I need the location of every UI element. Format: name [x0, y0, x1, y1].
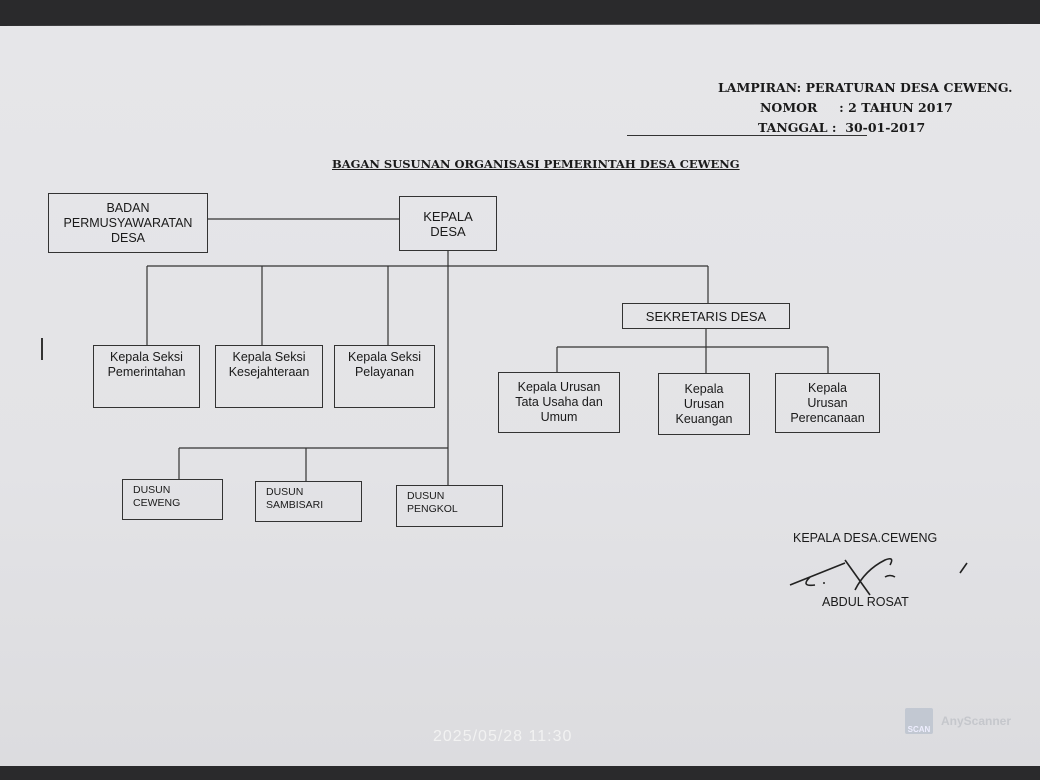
box-sekretaris-desa: SEKRETARIS DESA — [622, 303, 790, 329]
lampiran-line: LAMPIRAN: PERATURAN DESA CEWENG. — [718, 80, 1013, 95]
watermark-name: AnyScanner — [941, 714, 1012, 728]
header-rule — [627, 135, 867, 136]
box-kasi-kesejahteraan: Kepala Seksi Kesejahteraan — [215, 345, 323, 408]
document-paper — [0, 24, 1040, 766]
handwritten-signature — [789, 558, 968, 596]
signature-name: ABDUL ROSAT — [822, 595, 909, 609]
box-kaur-perencanaan: Kepala Urusan Perencanaan — [775, 373, 880, 433]
box-kaur-tata-usaha: Kepala Urusan Tata Usaha dan Umum — [498, 372, 620, 433]
scan-logo-icon: SCAN — [905, 708, 933, 734]
box-bpd: BADAN PERMUSYAWARATAN DESA — [48, 193, 208, 253]
signature-title: KEPALA DESA.CEWENG — [793, 531, 938, 545]
tanggal-line: TANGGAL : 30-01-2017 — [758, 120, 926, 135]
box-kasi-pemerintahan: Kepala Seksi Pemerintahan — [93, 345, 200, 408]
box-dusun-sambisari: DUSUN SAMBISARI — [255, 481, 362, 522]
photo-timestamp: 2025/05/28 11:30 — [433, 728, 573, 745]
box-dusun-ceweng: DUSUN CEWENG — [122, 479, 223, 520]
box-kasi-pelayanan: Kepala Seksi Pelayanan — [334, 345, 435, 408]
box-kepala-desa: KEPALA DESA — [399, 196, 497, 251]
box-dusun-pengkol: DUSUN PENGKOL — [396, 485, 503, 527]
box-kaur-keuangan: Kepala Urusan Keuangan — [658, 373, 750, 435]
nomor-line: NOMOR : 2 TAHUN 2017 — [760, 100, 953, 115]
chart-title: BAGAN SUSUNAN ORGANISASI PEMERINTAH DESA… — [332, 157, 740, 171]
anyscanner-watermark: SCAN AnyScanner — [905, 708, 1011, 734]
